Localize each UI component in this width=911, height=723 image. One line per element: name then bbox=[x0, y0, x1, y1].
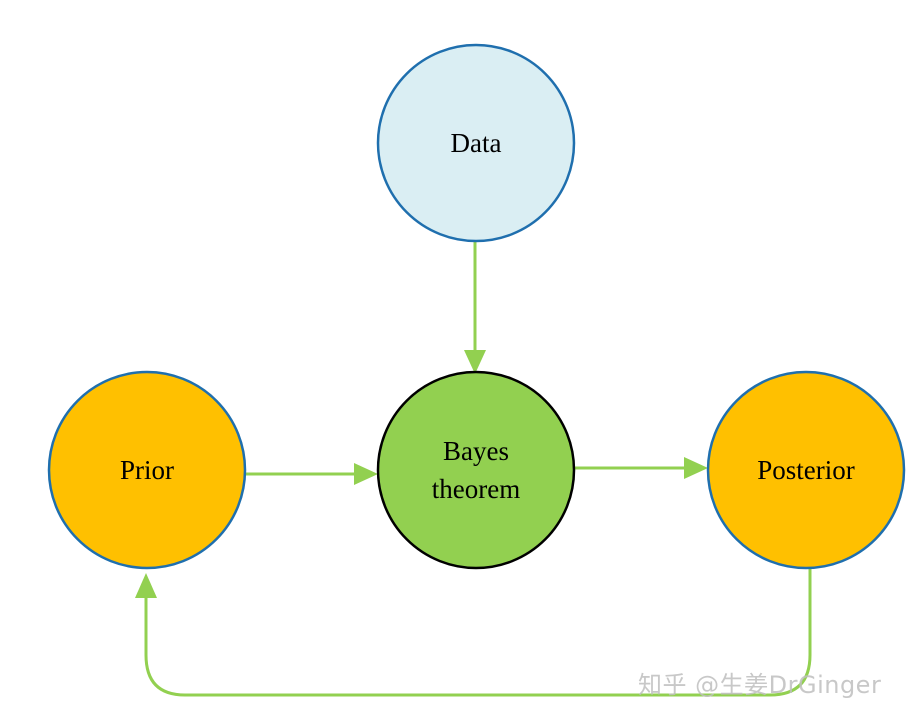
node-bayes-label-line2: theorem bbox=[432, 474, 520, 504]
node-data-label: Data bbox=[451, 128, 502, 158]
node-prior: Prior bbox=[47, 370, 247, 570]
arrowhead-prior-to-bayes bbox=[354, 463, 378, 485]
edge-posterior-to-prior bbox=[144, 567, 812, 697]
node-bayes: Bayes theorem bbox=[376, 370, 576, 570]
node-prior-label: Prior bbox=[120, 455, 174, 485]
node-bayes-circle bbox=[376, 370, 576, 570]
node-posterior-circle bbox=[706, 370, 906, 570]
node-data: Data bbox=[376, 43, 576, 243]
node-posterior-label: Posterior bbox=[757, 455, 855, 485]
arrowhead-bayes-to-posterior bbox=[684, 457, 708, 479]
node-prior-circle bbox=[47, 370, 247, 570]
node-data-circle bbox=[376, 43, 576, 243]
edges bbox=[135, 241, 812, 697]
arrowhead-posterior-to-prior bbox=[135, 573, 157, 598]
watermark-text: 知乎 @生姜DrGinger bbox=[638, 671, 882, 699]
node-bayes-label-line1: Bayes bbox=[443, 436, 509, 466]
arrowhead-data-to-bayes bbox=[464, 350, 486, 374]
node-posterior: Posterior bbox=[706, 370, 906, 570]
